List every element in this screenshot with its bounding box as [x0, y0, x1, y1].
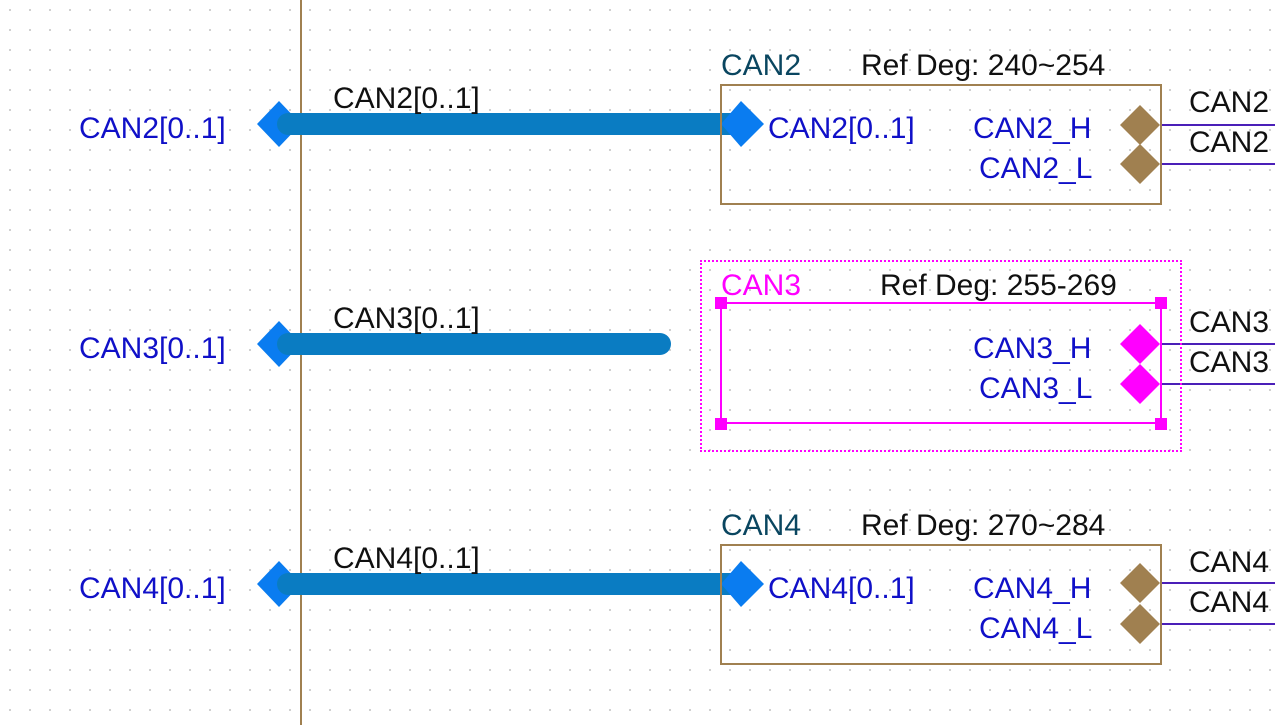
- pin-can4-h-diamond[interactable]: [1120, 563, 1160, 603]
- sheet-entry-can4-l[interactable]: CAN4_L: [979, 612, 1093, 645]
- sheet-entry-can2-l[interactable]: CAN2_L: [979, 152, 1093, 185]
- sheet-entry-can4-h[interactable]: CAN4_H: [973, 572, 1092, 605]
- selection-handle-top-left[interactable]: [715, 297, 727, 309]
- sheet-entry-can2-h[interactable]: CAN2_H: [973, 112, 1092, 145]
- sheet-entry-bus-can2[interactable]: CAN2[0..1]: [768, 112, 915, 145]
- pin-can2-h-diamond[interactable]: [1120, 105, 1160, 145]
- bus-label-can3[interactable]: CAN3[0..1]: [333, 302, 480, 335]
- bus-label-can4[interactable]: CAN4[0..1]: [333, 542, 480, 575]
- bus-port-can2-arrow[interactable]: [721, 101, 764, 147]
- sheet-ref-can3[interactable]: Ref Deg: 255-269: [880, 269, 1117, 302]
- net-label-can2-l[interactable]: CAN2: [1189, 126, 1270, 159]
- sheet-designator-can3[interactable]: CAN3: [721, 269, 802, 302]
- sheet-entry-can3-h[interactable]: CAN3_H: [973, 332, 1092, 365]
- sheet-entry-can3-l[interactable]: CAN3_L: [979, 372, 1093, 405]
- harness-port-can4-label[interactable]: CAN4[0..1]: [79, 572, 226, 605]
- harness-port-can2-label[interactable]: CAN2[0..1]: [79, 112, 226, 145]
- sheet-symbol-can4[interactable]: [720, 544, 1162, 665]
- net-label-can4-l[interactable]: CAN4: [1189, 586, 1270, 619]
- pin-can3-l-diamond[interactable]: [1120, 364, 1160, 404]
- sheet-ref-can4[interactable]: Ref Deg: 270~284: [861, 509, 1106, 542]
- pin-can2-l-diamond[interactable]: [1120, 144, 1160, 184]
- bus-port-can4-arrow[interactable]: [721, 561, 764, 607]
- net-label-can3-l[interactable]: CAN3: [1189, 346, 1270, 379]
- selection-handle-bottom-right[interactable]: [1155, 418, 1167, 430]
- sheet-ref-can2[interactable]: Ref Deg: 240~254: [861, 49, 1106, 82]
- sheet-designator-can4[interactable]: CAN4: [721, 509, 802, 542]
- bus-label-can2[interactable]: CAN2[0..1]: [333, 82, 480, 115]
- selection-handle-top-right[interactable]: [1155, 297, 1167, 309]
- pin-can4-l-diamond[interactable]: [1120, 604, 1160, 644]
- selection-frame-can3: [700, 260, 1182, 452]
- net-label-can4-h[interactable]: CAN4: [1189, 546, 1270, 579]
- net-label-can3-h[interactable]: CAN3: [1189, 306, 1270, 339]
- sheet-symbol-can3[interactable]: [720, 302, 1162, 424]
- net-label-can2-h[interactable]: CAN2: [1189, 86, 1270, 119]
- sheet-entry-bus-can4[interactable]: CAN4[0..1]: [768, 572, 915, 605]
- harness-port-can3-label[interactable]: CAN3[0..1]: [79, 332, 226, 365]
- sheet-designator-can2[interactable]: CAN2: [721, 49, 802, 82]
- sheet-symbol-can2[interactable]: [720, 84, 1162, 205]
- selection-handle-bottom-left[interactable]: [715, 418, 727, 430]
- pin-can3-h-diamond[interactable]: [1120, 324, 1160, 364]
